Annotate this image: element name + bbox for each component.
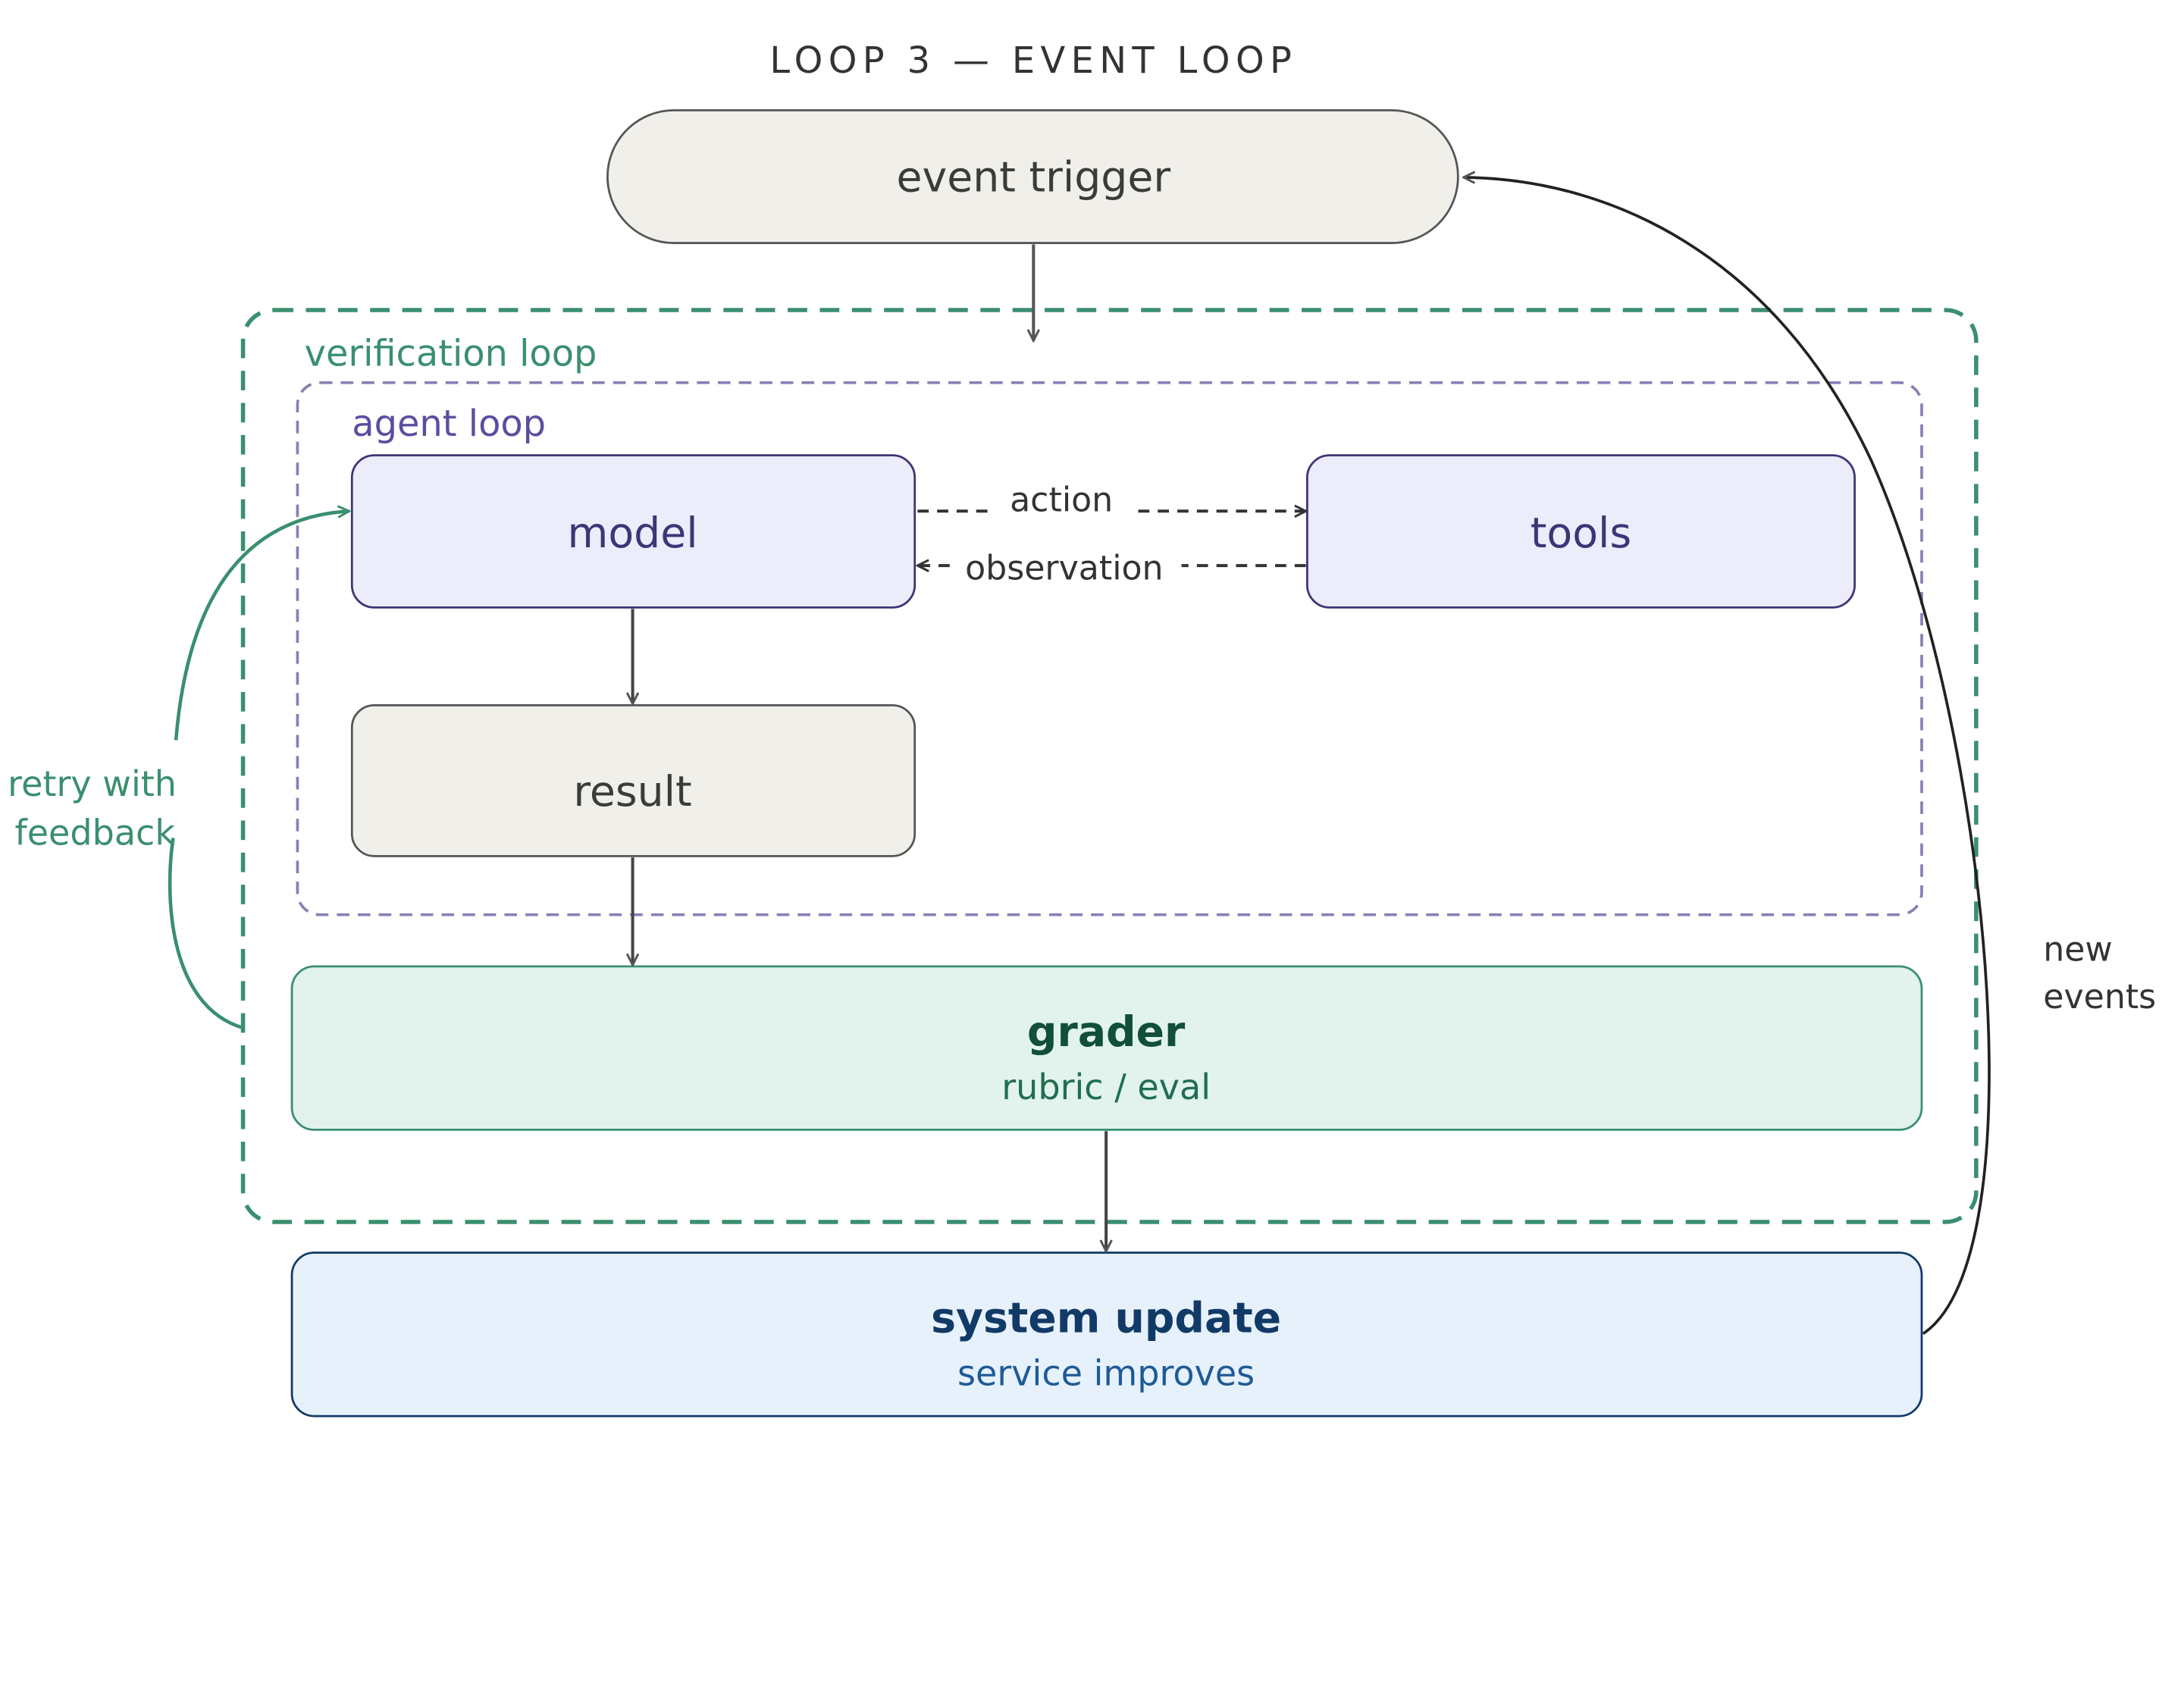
retry-label-line2: feedback: [15, 813, 176, 854]
grader-node: [290, 965, 1923, 1131]
model-node: [350, 454, 917, 609]
new-events-arrow: [1464, 177, 1991, 1335]
event-trigger-label: event trigger: [897, 153, 1171, 202]
verification-loop-group: [240, 308, 1979, 1224]
result-label: result: [573, 768, 691, 816]
result-node: [350, 703, 917, 857]
tools-label: tools: [1531, 509, 1631, 558]
event-trigger-node: [606, 109, 1459, 244]
observation-label: observation: [965, 550, 1163, 588]
action-label: action: [1010, 481, 1113, 519]
new-events-label-line1: new: [2043, 931, 2112, 970]
model-label: model: [568, 509, 698, 558]
retry-label-line1: retry with: [8, 763, 177, 804]
grader-label: grader: [1027, 1008, 1186, 1057]
tools-node: [1306, 454, 1856, 609]
retry-curve-lower: [168, 838, 244, 1030]
system-update-sublabel: service improves: [957, 1353, 1255, 1394]
grader-sublabel: rubric / eval: [1001, 1067, 1211, 1107]
diagram-title: LOOP 3 — EVENT LOOP: [769, 40, 1297, 82]
system-update-node: [290, 1252, 1923, 1418]
verification-loop-label: verification loop: [305, 334, 597, 375]
new-events-label-line2: events: [2043, 978, 2156, 1017]
agent-loop-label: agent loop: [352, 403, 546, 445]
retry-feedback-arrow: [174, 511, 349, 741]
system-update-label: system update: [931, 1295, 1281, 1343]
